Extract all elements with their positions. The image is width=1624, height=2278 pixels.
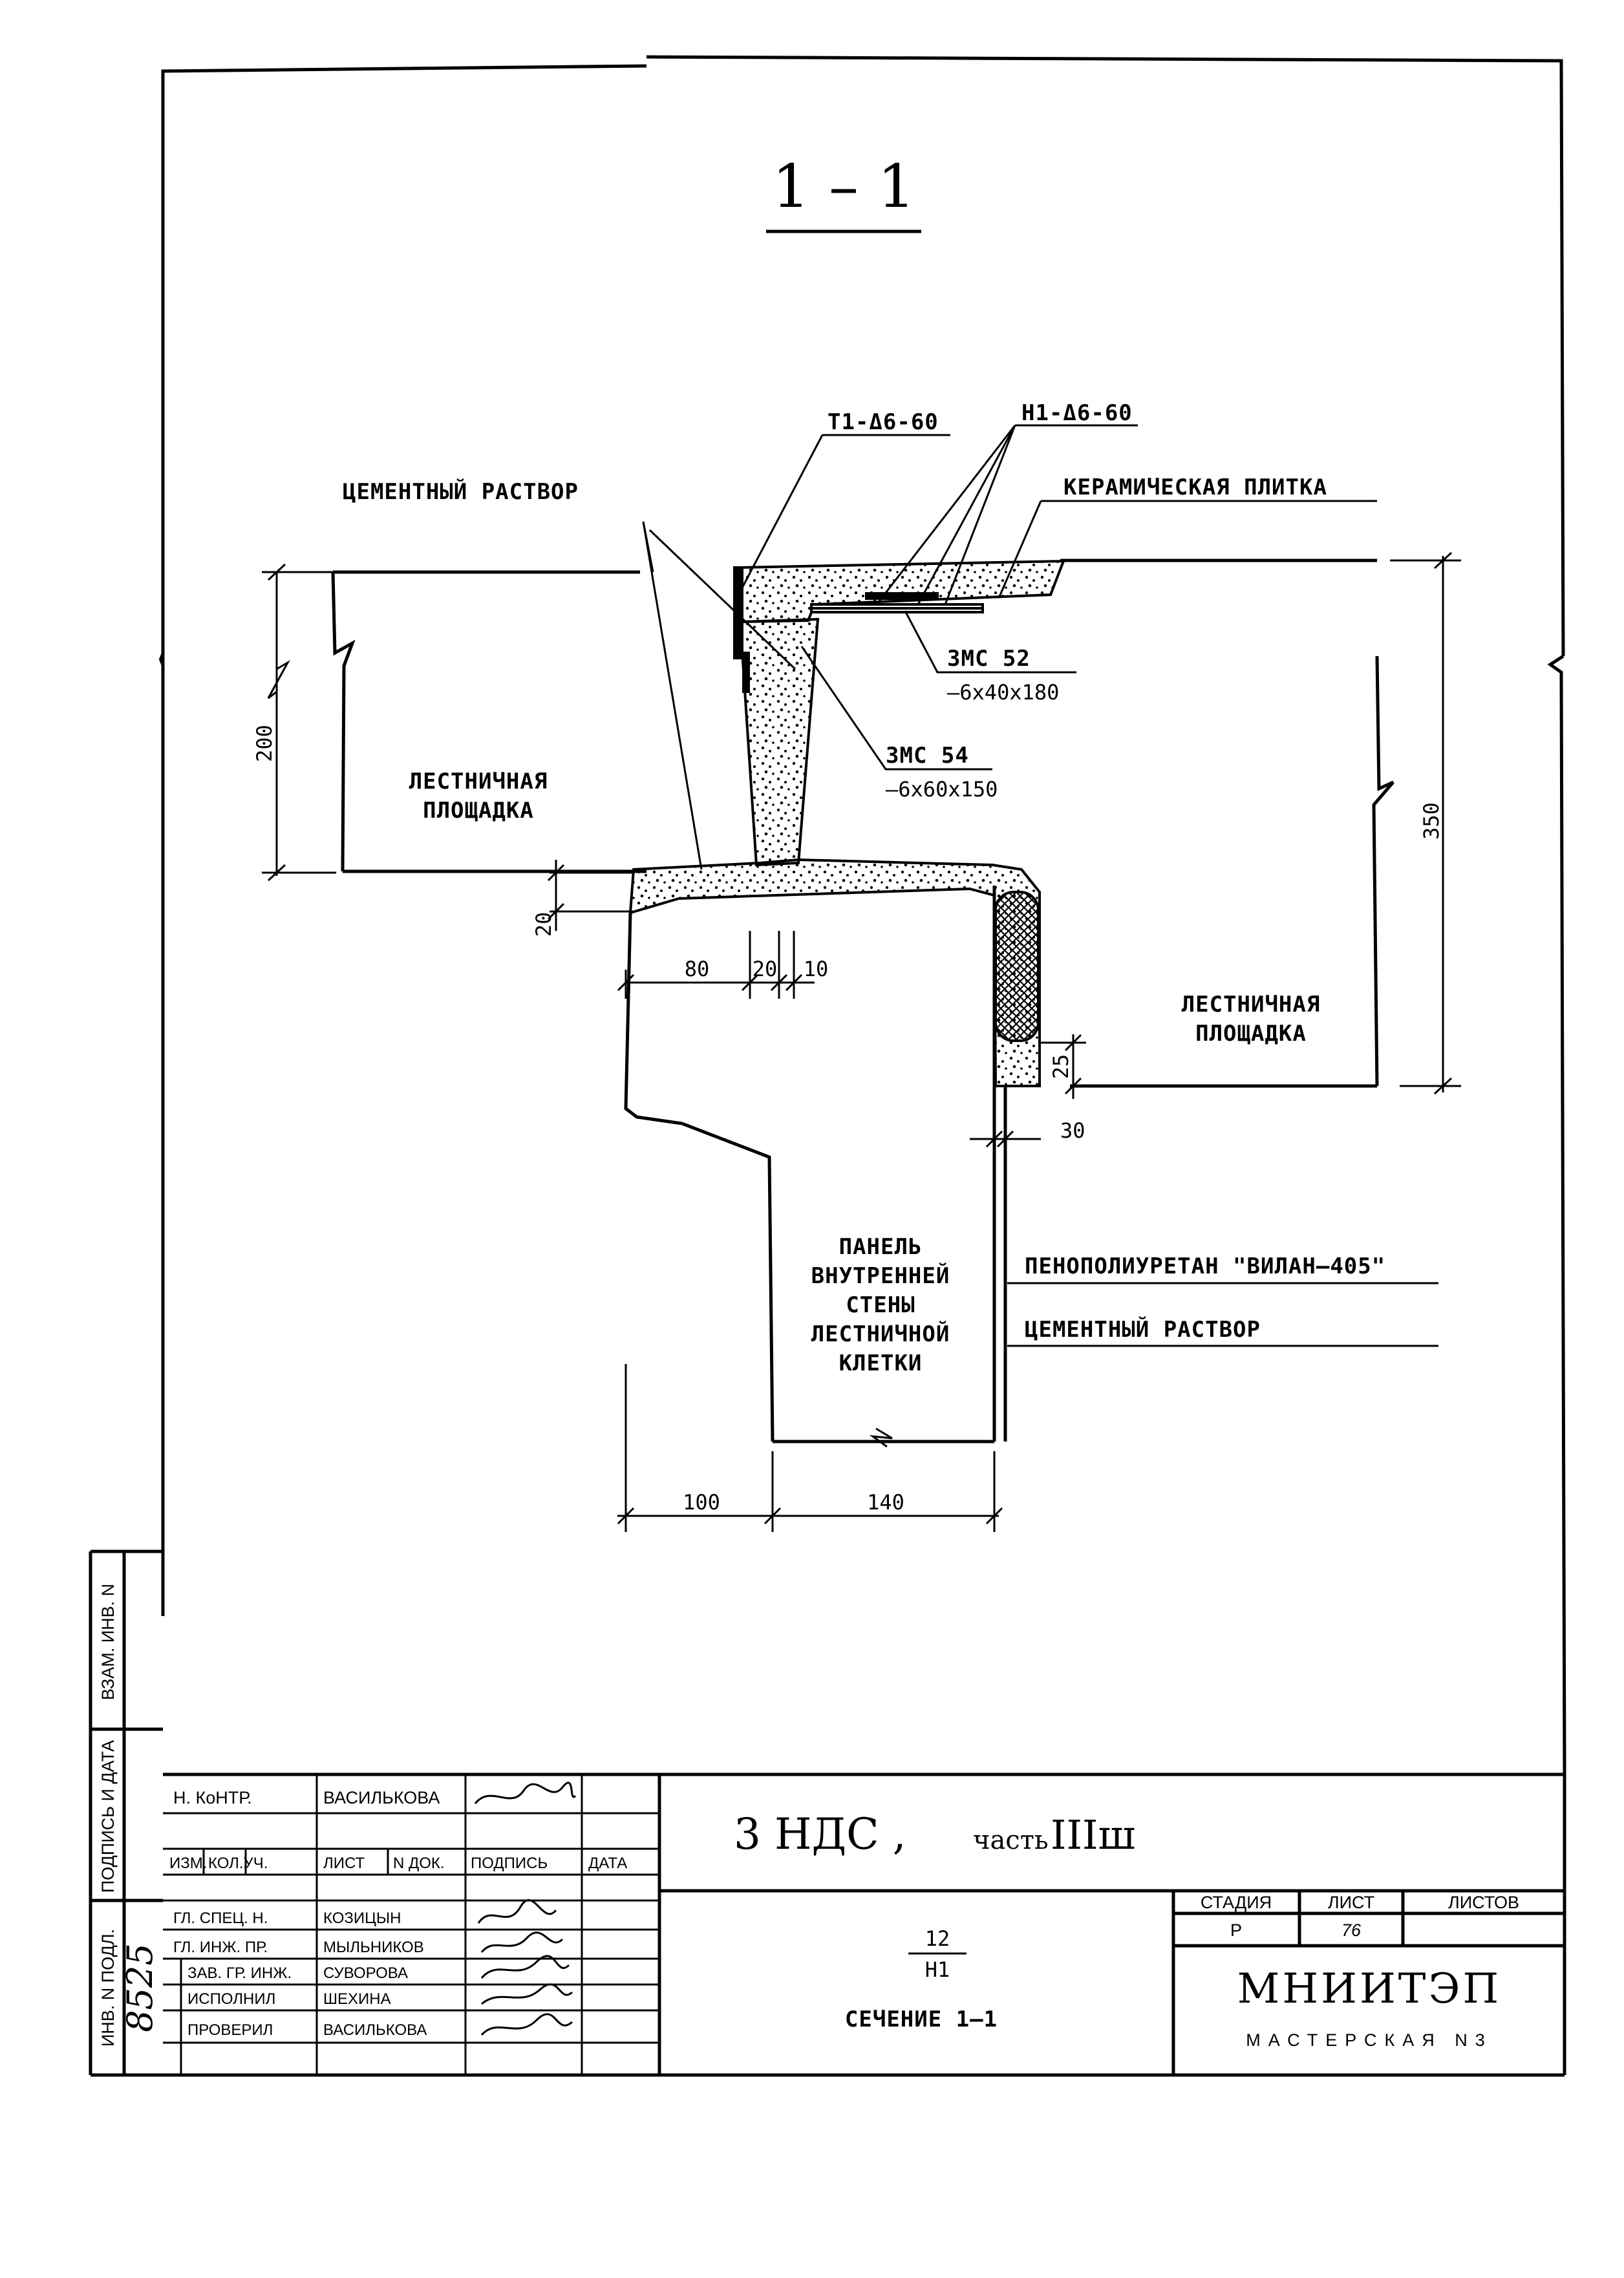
dim-25: 25	[1049, 1054, 1073, 1080]
tb-proveril-name: ВАСИЛЬКОВА	[323, 2021, 427, 2039]
tb-list-label: ЛИСТ	[1328, 1893, 1374, 1912]
sheet-frame	[158, 55, 1566, 1775]
callout-zms52: ЗМС 52	[947, 646, 1031, 672]
panel-label-5: КЛЕТКИ	[839, 1350, 923, 1376]
dim-20: 20	[753, 957, 778, 981]
tb-zavgr-name: СУВОРОВА	[323, 1964, 408, 1982]
tb-nkontr-name: ВАСИЛЬКОВА	[323, 1788, 440, 1807]
panel-label-3: СТЕНЫ	[846, 1292, 915, 1318]
tb-org-name: МНИИТЭП	[1237, 1965, 1501, 2013]
callout-zms54: ЗМС 54	[886, 743, 969, 769]
tb-glspec-role: ГЛ. СПЕЦ. Н.	[173, 1910, 268, 1927]
embedded-plates	[733, 566, 984, 693]
svg-text:часть: часть	[973, 1826, 1049, 1855]
dim-10: 10	[804, 957, 829, 981]
callout-cement-bottom: ЦЕМЕНТНЫЙ РАСТВОР	[1025, 1316, 1261, 1343]
tb-stadia-value: Р	[1230, 1921, 1242, 1940]
tb-hdr-podpis: ПОДПИСЬ	[471, 1855, 548, 1872]
callout-n1: Н1-Δ6-60	[1021, 400, 1133, 426]
section-title: 1 – 1	[766, 152, 921, 233]
margin-vzam-inv: ВЗАМ. ИНВ. N	[98, 1584, 118, 1700]
callout-zms52-size: –6х40х180	[947, 680, 1059, 705]
tb-sheet-name: СЕЧЕНИЕ 1–1	[845, 2007, 998, 2032]
panel-label-4: ЛЕСТНИЧНОЙ	[811, 1321, 950, 1347]
tb-sheet-num-bottom: Н1	[925, 1957, 950, 1982]
left-landing-slab	[331, 570, 646, 873]
dim-350: 350	[1419, 802, 1444, 840]
callout-zms54-size: –6х60х150	[886, 777, 998, 802]
callout-ceramic: КЕРАМИЧЕСКАЯ ПЛИТКА	[1063, 474, 1327, 500]
tb-proveril-role: ПРОВЕРИЛ	[187, 2021, 273, 2039]
landing-right-label: ЛЕСТНИЧНАЯ	[1182, 992, 1321, 1017]
landing-right-label-2: ПЛОЩАДКА	[1195, 1021, 1307, 1047]
tb-hdr-data: ДАТА	[588, 1855, 627, 1872]
tb-org-workshop: МАСТЕРСКАЯ N3	[1246, 2030, 1492, 2050]
dim-140: 140	[867, 1490, 904, 1515]
tb-ispolnil-role: ИСПОЛНИЛ	[187, 1990, 275, 2008]
margin-block: ВЗАМ. ИНВ. N ПОДПИСЬ И ДАТА ИНВ. N ПОДЛ.…	[89, 1549, 163, 2077]
margin-podpis-data: ПОДПИСЬ И ДАТА	[98, 1740, 118, 1893]
callout-labels: Т1-Δ6-60 Н1-Δ6-60 ЦЕМЕНТНЫЙ РАСТВОР КЕРА…	[343, 400, 1385, 1376]
right-landing-slab	[1060, 559, 1394, 1088]
callout-t1: Т1-Δ6-60	[828, 409, 939, 435]
callout-cement-top: ЦЕМЕНТНЫЙ РАСТВОР	[343, 478, 579, 505]
margin-inv-podl: ИНВ. N ПОДЛ.	[98, 1929, 118, 2047]
title-block: Н. КоНТР. ВАСИЛЬКОВА ИЗМ. КОЛ.УЧ. ЛИСТ N…	[163, 1772, 1566, 2077]
foam-insulation	[994, 891, 1040, 1042]
dim-30: 30	[1060, 1118, 1085, 1143]
tb-glspec-name: КОЗИЦЫН	[323, 1910, 401, 1927]
tb-glinzh-name: МЫЛЬНИКОВ	[323, 1939, 424, 1956]
tb-glinzh-role: ГЛ. ИНЖ. ПР.	[173, 1939, 268, 1956]
panel-label-1: ПАНЕЛЬ	[839, 1234, 923, 1260]
callout-foam: ПЕНОПОЛИУРЕТАН "ВИЛАН–405"	[1025, 1253, 1385, 1279]
tb-stadia-label: СТАДИЯ	[1201, 1893, 1272, 1912]
dim-200: 200	[252, 725, 277, 762]
tb-hdr-ndok: N ДОК.	[393, 1855, 445, 1872]
tb-sheet-num-top: 12	[925, 1926, 950, 1951]
panel-label-2: ВНУТРЕННЕЙ	[811, 1262, 950, 1289]
dimension-values: 200 350 20 80 20 10 25 30 100 140	[252, 725, 1444, 1515]
landing-left-label-2: ПЛОЩАДКА	[423, 798, 534, 824]
tb-listov-label: ЛИСТОВ	[1448, 1893, 1519, 1912]
signatures	[474, 1782, 577, 2036]
svg-text:IIIш: IIIш	[1051, 1811, 1135, 1858]
svg-text:1 – 1: 1 – 1	[772, 152, 915, 221]
tb-nkontr-role: Н. КоНТР.	[173, 1788, 252, 1807]
dimension-lines	[262, 551, 1461, 1532]
margin-inv-number: 8525	[120, 1943, 160, 2032]
leader-lines	[642, 424, 1438, 1347]
tb-project-title: 3 НДС , часть IIIш	[734, 1809, 1135, 1859]
tb-zavgr-role: ЗАВ. ГР. ИНЖ.	[187, 1964, 292, 1982]
tb-hdr-list: ЛИСТ	[323, 1855, 365, 1872]
landing-left-label: ЛЕСТНИЧНАЯ	[409, 769, 548, 794]
tb-list-value: 76	[1341, 1921, 1362, 1940]
dim-20-left: 20	[531, 912, 556, 937]
tb-ispolnil-name: ШЕХИНА	[323, 1990, 391, 2008]
svg-text:3 НДС ,: 3 НДС ,	[734, 1809, 906, 1859]
dim-100: 100	[683, 1490, 720, 1515]
tb-hdr-izm: ИЗМ.	[169, 1855, 207, 1872]
dim-80: 80	[685, 957, 710, 981]
tb-hdr-koluch: КОЛ.УЧ.	[208, 1855, 268, 1872]
